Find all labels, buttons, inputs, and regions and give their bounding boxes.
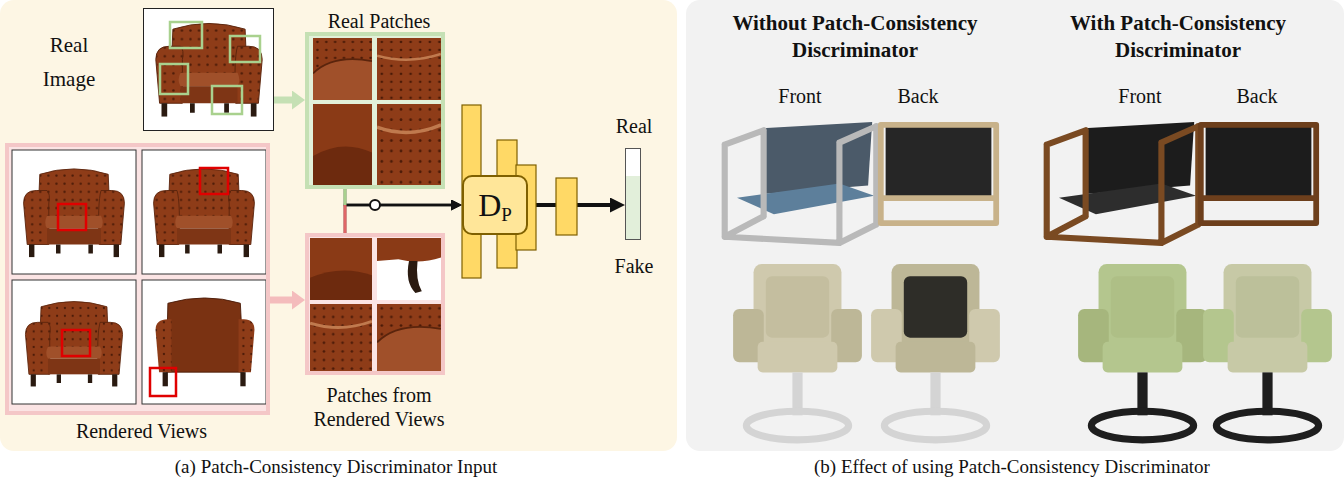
chair-render	[1047, 122, 1199, 243]
view-frame	[142, 280, 266, 404]
text-holder: Real Image	[29, 29, 109, 96]
panel-caption: (a) Patch-Consistency Discriminator Inpu…	[76, 455, 596, 480]
label-holder: Front	[755, 83, 845, 109]
label-holder: (a) Patch-Consistency Discriminator Inpu…	[76, 455, 596, 480]
panel-ground	[686, 0, 1344, 451]
text-holder: Rendered Views	[9, 420, 274, 442]
connector-arrow	[345, 205, 451, 233]
rendered-chair	[156, 298, 255, 386]
view-frame	[12, 280, 136, 404]
label-holder: Without Patch-Consistency Discriminator	[705, 10, 1005, 65]
chair-render	[881, 125, 996, 223]
chair-render	[1201, 125, 1316, 223]
view-label: Front	[1095, 83, 1185, 109]
node-label: Fake	[596, 255, 672, 277]
connector-arrow	[274, 97, 292, 104]
panel-heading: With Patch-Consistency Discriminator	[1028, 10, 1328, 65]
chair-render	[1078, 264, 1207, 440]
view-label: Back	[873, 83, 963, 109]
rendered-chair	[24, 169, 125, 257]
patch-image	[313, 104, 372, 185]
patch-markers	[160, 22, 260, 114]
chair-render	[733, 264, 862, 440]
chair-render	[725, 122, 877, 243]
node-label: D	[478, 189, 501, 221]
chair-render	[871, 264, 1000, 440]
patch-image	[377, 238, 441, 300]
network-layers	[462, 105, 577, 278]
group-ground	[305, 233, 445, 375]
patch-marker	[212, 86, 242, 114]
node-label: Rendered Views	[9, 420, 274, 442]
panel-ground	[0, 0, 677, 451]
connector-arrow	[345, 189, 451, 205]
label-holder: With Patch-Consistency Discriminator	[1028, 10, 1328, 65]
connector-tint	[344, 189, 347, 205]
chair-render	[1203, 264, 1332, 440]
panel-caption: (b) Effect of using Patch-Consistency Di…	[702, 455, 1322, 480]
patch-image	[313, 38, 372, 100]
node-label: P	[501, 205, 512, 224]
image-ground	[143, 8, 274, 131]
patch-marker	[170, 22, 202, 48]
text-holder: Patches from Rendered Views	[289, 383, 469, 431]
node-label: Real Patches	[289, 10, 469, 32]
text-holder: Real	[596, 115, 672, 137]
text-holder: Real Patches	[289, 10, 469, 32]
label-holder: (b) Effect of using Patch-Consistency Di…	[702, 455, 1322, 480]
text-holder: Fake	[596, 255, 672, 277]
panel-heading: Without Patch-Consistency Discriminator	[705, 10, 1005, 65]
label-holder: Back	[1212, 83, 1302, 109]
patch-marker	[62, 330, 90, 356]
armchair-photo	[156, 23, 262, 116]
patch-marker	[200, 168, 228, 194]
node-label: Real Image	[29, 29, 109, 96]
switch-knob	[370, 200, 380, 210]
view-frame	[142, 150, 266, 274]
patch-marker	[58, 204, 86, 230]
view-group: Rendered Views	[5, 143, 270, 415]
node-label: Real	[596, 115, 672, 137]
network-layer	[556, 178, 577, 235]
patch-marker	[150, 368, 176, 396]
node-label: Patches from Rendered Views	[289, 383, 469, 431]
rendered-chair	[154, 169, 255, 257]
label-holder: Front	[1095, 83, 1185, 109]
patch-group: Real Patches	[305, 32, 445, 189]
group-ground	[305, 32, 445, 189]
patch-group: Patches from Rendered Views	[305, 233, 445, 375]
output-bar: RealFake	[625, 148, 641, 240]
image-frame: Real Image	[143, 8, 274, 131]
patch-image	[310, 238, 372, 300]
patch-markers	[58, 168, 228, 396]
label-holder: Back	[873, 83, 963, 109]
connector-arrow	[270, 297, 292, 304]
view-label: Front	[755, 83, 845, 109]
patch-image	[377, 104, 441, 185]
text-holder: DP	[464, 177, 526, 233]
view-label: Back	[1212, 83, 1302, 109]
patch-image	[377, 38, 441, 100]
group-ground	[5, 143, 270, 415]
connector-tint	[344, 205, 347, 233]
rendered-chair	[25, 302, 122, 387]
patch-marker	[160, 64, 188, 94]
patch-marker	[230, 36, 260, 62]
patch-image	[377, 304, 441, 371]
discriminator-box: DP	[462, 175, 528, 235]
view-frame	[12, 150, 136, 274]
view-frames	[12, 150, 266, 404]
patch-image	[310, 304, 372, 371]
